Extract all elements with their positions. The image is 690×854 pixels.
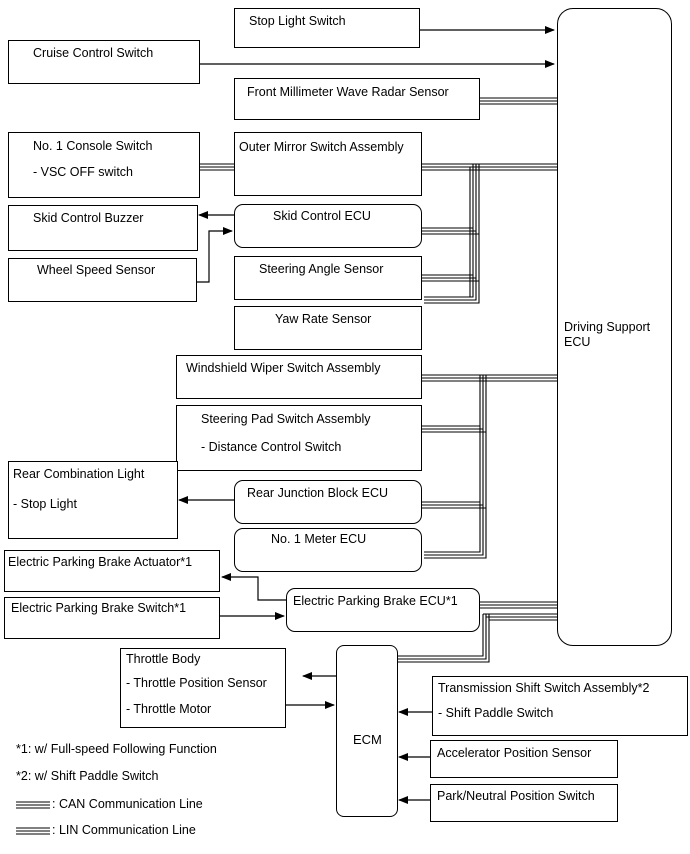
meter-ecu-label: No. 1 Meter ECU — [271, 532, 367, 546]
steering-pad-switch-box: Steering Pad Switch Assembly - Distance … — [176, 405, 422, 471]
rear-combination-light-box: Rear Combination Light - Stop Light — [8, 461, 178, 539]
wheel-speed-sensor-label: Wheel Speed Sensor — [37, 263, 156, 277]
stop-light-switch-label: Stop Light Switch — [249, 14, 346, 28]
outer-mirror-switch-box: Outer Mirror Switch Assembly — [234, 132, 422, 196]
epb-ecu-label: Electric Parking Brake ECU*1 — [293, 594, 458, 608]
ecm-box: ECM — [336, 645, 398, 817]
shift-paddle-switch-sub: - Shift Paddle Switch — [438, 706, 554, 720]
skid-control-buzzer-box: Skid Control Buzzer — [8, 205, 198, 251]
console-switch-sub: - VSC OFF switch — [33, 165, 134, 179]
footnote-1: *1: w/ Full-speed Following Function — [16, 742, 217, 756]
throttle-body-label: Throttle Body — [126, 652, 201, 666]
wiper-switch-label: Windshield Wiper Switch Assembly — [186, 361, 381, 375]
stop-light-switch-box: Stop Light Switch — [234, 8, 420, 48]
park-neutral-switch-box: Park/Neutral Position Switch — [430, 784, 618, 822]
legend-can-label: : CAN Communication Line — [52, 797, 203, 811]
ecm-label: ECM — [353, 732, 382, 747]
arrow-epbecu-to-actuator — [221, 573, 286, 601]
front-radar-box: Front Millimeter Wave Radar Sensor — [234, 78, 480, 120]
cruise-control-switch-label: Cruise Control Switch — [33, 46, 154, 60]
can-bus-lines — [16, 97, 557, 835]
skid-control-ecu-box: Skid Control ECU — [234, 204, 422, 248]
rear-combination-light-sub: - Stop Light — [13, 497, 77, 511]
wheel-speed-sensor-box: Wheel Speed Sensor — [8, 258, 197, 302]
park-neutral-switch-label: Park/Neutral Position Switch — [437, 789, 595, 803]
epb-actuator-box: Electric Parking Brake Actuator*1 — [4, 550, 220, 592]
cruise-control-switch-box: Cruise Control Switch — [8, 40, 200, 84]
epb-ecu-box: Electric Parking Brake ECU*1 — [286, 588, 480, 632]
yaw-rate-sensor-label: Yaw Rate Sensor — [275, 312, 372, 326]
transmission-shift-switch-box: Transmission Shift Switch Assembly*2 - S… — [432, 676, 688, 736]
rear-combination-light-label: Rear Combination Light — [13, 467, 145, 481]
skid-control-buzzer-label: Skid Control Buzzer — [33, 211, 144, 225]
footnote-2: *2: w/ Shift Paddle Switch — [16, 769, 159, 783]
epb-actuator-label: Electric Parking Brake Actuator*1 — [8, 555, 193, 569]
steering-angle-sensor-label: Steering Angle Sensor — [259, 262, 384, 276]
console-switch-box: No. 1 Console Switch - VSC OFF switch — [8, 132, 200, 198]
driving-support-ecu-box: Driving Support ECU — [557, 8, 672, 646]
epb-switch-box: Electric Parking Brake Switch*1 — [4, 597, 220, 639]
meter-ecu-box: No. 1 Meter ECU — [234, 528, 422, 572]
rear-junction-block-ecu-box: Rear Junction Block ECU — [234, 480, 422, 524]
epb-switch-label: Electric Parking Brake Switch*1 — [11, 601, 187, 615]
front-radar-label: Front Millimeter Wave Radar Sensor — [247, 85, 449, 99]
wiper-switch-box: Windshield Wiper Switch Assembly — [176, 355, 422, 399]
transmission-shift-switch-label: Transmission Shift Switch Assembly*2 — [438, 681, 650, 695]
console-switch-label: No. 1 Console Switch — [33, 139, 153, 153]
accelerator-position-sensor-label: Accelerator Position Sensor — [437, 746, 592, 760]
throttle-body-box: Throttle Body - Throttle Position Sensor… — [120, 648, 286, 728]
legend-lin-label: : LIN Communication Line — [52, 823, 196, 837]
steering-pad-switch-sub: - Distance Control Switch — [201, 440, 342, 454]
driving-support-ecu-label: Driving Support ECU — [564, 320, 651, 349]
steering-angle-sensor-box: Steering Angle Sensor — [234, 256, 422, 300]
throttle-motor-sub: - Throttle Motor — [126, 702, 212, 716]
throttle-position-sub: - Throttle Position Sensor — [126, 676, 267, 690]
steering-pad-switch-label: Steering Pad Switch Assembly — [201, 412, 371, 426]
rear-junction-block-ecu-label: Rear Junction Block ECU — [247, 486, 389, 500]
yaw-rate-sensor-box: Yaw Rate Sensor — [234, 306, 422, 350]
outer-mirror-switch-label: Outer Mirror Switch Assembly — [239, 140, 404, 154]
skid-control-ecu-label: Skid Control ECU — [273, 209, 371, 223]
accelerator-position-sensor-box: Accelerator Position Sensor — [430, 740, 618, 778]
arrow-wheelspeed-to-skidecu — [197, 227, 233, 283]
